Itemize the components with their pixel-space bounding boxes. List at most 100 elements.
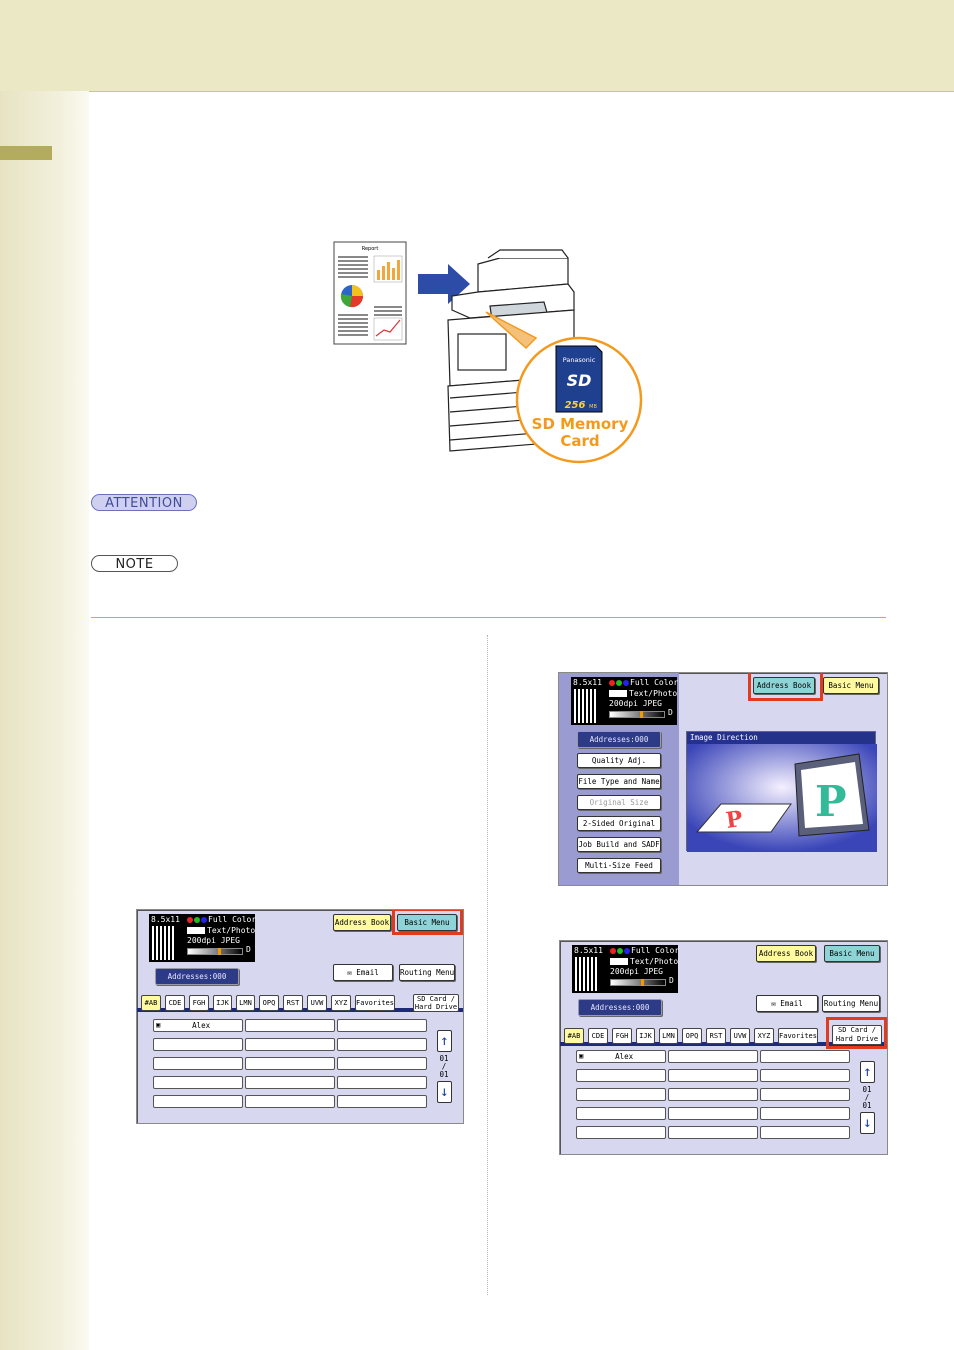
image-direction-panel: Image Direction P P [686, 731, 877, 852]
tab-hash-ab[interactable]: #AB [141, 995, 161, 1011]
density-char: D [246, 945, 251, 954]
address-cell[interactable] [245, 1095, 335, 1108]
addresses-count-button[interactable]: Addresses:000 [155, 968, 239, 985]
section-rule [91, 617, 886, 618]
tab-lmn[interactable]: LMN [659, 1028, 678, 1044]
menu-item-job-build-and-sadf[interactable]: Job Build and SADF [577, 837, 661, 852]
basic-menu-button[interactable]: Basic Menu [823, 677, 879, 694]
address-cell[interactable] [576, 1126, 666, 1139]
page-down-arrow-icon[interactable]: ↓ [860, 1112, 875, 1134]
paper-icon [152, 926, 176, 960]
color-mode: Full Color [631, 946, 680, 955]
tab-favorites[interactable]: Favorites [355, 995, 395, 1011]
basic-menu-button[interactable]: Basic Menu [397, 914, 457, 931]
tab-fgh[interactable]: FGH [189, 995, 209, 1011]
basic-menu-button[interactable]: Basic Menu [824, 945, 880, 962]
address-cell[interactable] [668, 1107, 758, 1120]
menu-item-2-sided-original[interactable]: 2-Sided Original [577, 816, 661, 831]
address-book-button[interactable]: Address Book [756, 945, 816, 962]
highlight-box [826, 1017, 887, 1049]
tab-cde[interactable]: CDE [588, 1028, 608, 1044]
tab-bar-underline [560, 1042, 887, 1046]
preview-letter-monitor: P [815, 777, 847, 826]
attention-label: ATTENTION [91, 494, 197, 511]
tab-opq[interactable]: OPQ [682, 1028, 702, 1044]
computer-icon: ▣ [156, 1021, 161, 1029]
address-cell[interactable] [245, 1019, 335, 1032]
address-cell[interactable] [668, 1050, 758, 1063]
address-cell[interactable]: ▣ Alex [153, 1019, 243, 1032]
address-cell[interactable] [760, 1069, 850, 1082]
address-cell[interactable] [245, 1057, 335, 1070]
page-indicator: 01/01 [439, 1054, 449, 1079]
tab-hash-ab[interactable]: #AB [564, 1028, 584, 1044]
callout-pointer [485, 311, 538, 350]
tab-xyz[interactable]: XYZ [331, 995, 351, 1011]
address-cell[interactable] [337, 1038, 427, 1051]
tab-fgh[interactable]: FGH [612, 1028, 632, 1044]
tab-opq[interactable]: OPQ [259, 995, 279, 1011]
address-book-button[interactable]: Address Book [333, 914, 391, 931]
address-cell[interactable] [153, 1076, 243, 1089]
address-cell[interactable] [576, 1069, 666, 1082]
address-book-button[interactable]: Address Book [753, 677, 815, 694]
addresses-count-button[interactable]: Addresses:000 [578, 999, 662, 1016]
address-cell[interactable] [760, 1088, 850, 1101]
address-cell[interactable] [668, 1126, 758, 1139]
page-up-arrow-icon[interactable]: ↑ [860, 1061, 875, 1083]
address-cell[interactable] [153, 1057, 243, 1070]
tab-uvw[interactable]: UVW [307, 995, 327, 1011]
tab-ijk[interactable]: IJK [213, 995, 232, 1011]
page-down-arrow-icon[interactable]: ↓ [437, 1081, 452, 1103]
tab-sd-card-hard-drive[interactable]: SD Card /Hard Drive [413, 994, 459, 1012]
density-bar [610, 979, 666, 986]
address-cell[interactable] [153, 1095, 243, 1108]
tab-rst[interactable]: RST [706, 1028, 726, 1044]
density-bar [187, 948, 243, 955]
tab-sd-card-hard-drive[interactable]: SD Card /Hard Drive [832, 1025, 882, 1045]
density-bar [609, 711, 665, 718]
status-area: 8.5x11 Full Color Text/Photo 200dpi JPEG… [571, 677, 678, 725]
menu-item-original-size[interactable]: Original Size [577, 795, 661, 810]
addresses-count-button[interactable]: Addresses:000 [577, 731, 661, 748]
note-label: NOTE [91, 555, 178, 572]
tab-lmn[interactable]: LMN [236, 995, 255, 1011]
email-button[interactable]: ✉ Email [756, 995, 818, 1012]
address-cell[interactable] [668, 1088, 758, 1101]
address-cell[interactable]: ▣ Alex [576, 1050, 666, 1063]
menu-item-file-type-and-name[interactable]: File Type and Name [577, 774, 661, 789]
address-cell[interactable] [337, 1057, 427, 1070]
page-up-arrow-icon[interactable]: ↑ [437, 1030, 452, 1052]
tab-rst[interactable]: RST [283, 995, 303, 1011]
paper-size: 8.5x11 [573, 678, 602, 687]
address-cell[interactable] [760, 1126, 850, 1139]
address-cell[interactable] [153, 1038, 243, 1051]
address-cell[interactable] [337, 1095, 427, 1108]
paper-icon [574, 689, 598, 723]
address-cell[interactable] [576, 1107, 666, 1120]
chapter-tab-marker [0, 146, 52, 160]
tab-cde[interactable]: CDE [165, 995, 185, 1011]
resolution: 200dpi JPEG [609, 699, 662, 708]
address-cell[interactable] [337, 1019, 427, 1032]
tab-xyz[interactable]: XYZ [754, 1028, 774, 1044]
address-cell[interactable] [337, 1076, 427, 1089]
highlight-box [392, 910, 463, 935]
tab-uvw[interactable]: UVW [730, 1028, 750, 1044]
menu-item-quality-adj[interactable]: Quality Adj. [577, 753, 661, 768]
email-button[interactable]: ✉ Email [333, 964, 393, 981]
menu-item-multi-size-feed[interactable]: Multi-Size Feed [577, 858, 661, 873]
address-cell[interactable] [668, 1069, 758, 1082]
tab-favorites[interactable]: Favorites [778, 1028, 818, 1044]
text-photo-icon [610, 958, 628, 965]
address-cell[interactable] [760, 1050, 850, 1063]
tab-ijk[interactable]: IJK [636, 1028, 655, 1044]
address-cell[interactable] [245, 1038, 335, 1051]
address-cell[interactable] [760, 1107, 850, 1120]
address-cell[interactable] [245, 1076, 335, 1089]
report-document-image: Report [333, 241, 407, 345]
address-cell[interactable] [576, 1088, 666, 1101]
routing-menu-button[interactable]: Routing Menu [399, 964, 455, 981]
routing-menu-button[interactable]: Routing Menu [822, 995, 880, 1012]
report-title: Report [362, 246, 379, 252]
